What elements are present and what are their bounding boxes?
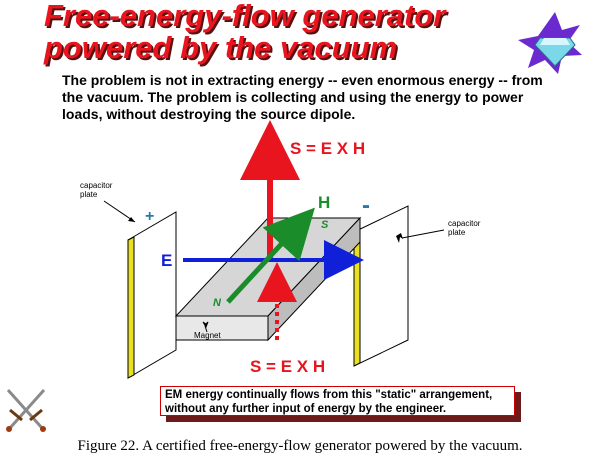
e-label: E [161,251,172,270]
right-cap-label-line2: plate [448,228,466,237]
left-capacitor-plate [127,211,177,379]
h-arrow [226,207,315,304]
s-pole-label: S [321,219,329,231]
intro-text: The problem is not in extracting energy … [62,72,543,122]
energy-flow-note: EM energy continually flows from this "s… [160,386,515,416]
minus-label: - [362,192,370,219]
plus-label: + [145,208,154,225]
figure-caption: Figure 22. A certified free-energy-flow … [77,438,523,454]
sexh-bottom-label: S = E X H [250,357,325,376]
n-pole-label: N [213,297,222,309]
right-capacitor-plate [353,205,409,367]
crossed-swords-icon [6,388,46,432]
left-cap-label-line2: plate [80,190,98,199]
page-title: Free-energy-flow generator powered by th… [44,0,446,65]
diamond-icon [518,12,582,74]
right-cap-label-line1: capacitor [448,219,481,228]
sexh-top-label: S = E X H [290,139,365,158]
magnet-label: Magnet [194,331,221,340]
magnet-pointer [202,321,209,333]
h-label: H [318,193,330,212]
left-cap-label-line1: capacitor [80,181,113,190]
left-cap-pointer [103,200,136,223]
right-cap-pointer [401,229,445,239]
